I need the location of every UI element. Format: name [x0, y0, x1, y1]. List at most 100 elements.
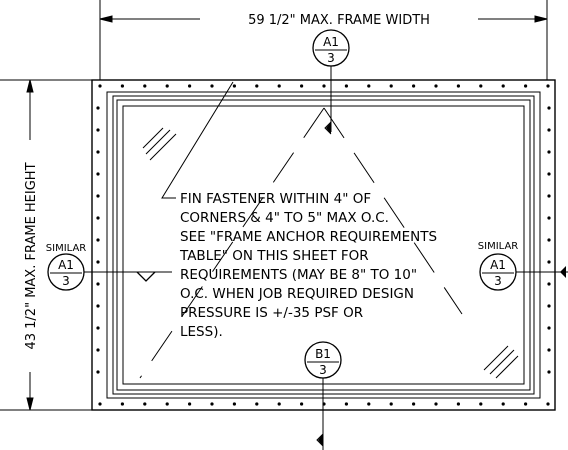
fastener-dot — [547, 172, 551, 176]
fastener-dot — [389, 402, 393, 406]
fastener-dot — [322, 84, 326, 88]
fastener-dot — [547, 128, 551, 132]
fin-fasteners — [96, 84, 551, 406]
callout-left-sheet: 3 — [62, 274, 70, 288]
fastener-dot — [300, 402, 304, 406]
fastener-dot — [120, 84, 124, 88]
width-dimension — [99, 0, 548, 80]
fastener-dot — [96, 172, 100, 176]
fastener-dot — [232, 402, 236, 406]
fastener-dot — [547, 326, 551, 330]
fastener-dot — [501, 84, 505, 88]
fastener-dot — [165, 84, 169, 88]
fastener-dot — [367, 84, 371, 88]
fastener-dot — [547, 106, 551, 110]
fastener-dot — [367, 402, 371, 406]
callout-bottom-sheet: 3 — [319, 363, 327, 377]
fastener-dot — [143, 84, 147, 88]
fastener-dot — [547, 150, 551, 154]
callout-bottom-detail: B1 — [315, 347, 331, 361]
callout-top-section-outline — [324, 121, 332, 135]
callout-left-detail: A1 — [58, 258, 74, 272]
fastener-dot — [547, 282, 551, 286]
width-arrow-right — [534, 15, 548, 23]
fastener-dot — [344, 402, 348, 406]
fastener-dot — [165, 402, 169, 406]
note-line: REQUIREMENTS (MAY BE 8" TO 10" — [180, 267, 417, 283]
fastener-dot — [547, 348, 551, 352]
fastener-dot — [188, 402, 192, 406]
callout-right-similar-label: SIMILAR — [478, 241, 519, 252]
fastener-dot — [143, 402, 147, 406]
callout-right-bubble — [479, 253, 517, 291]
dashed-line-right — [323, 107, 463, 315]
callout-bottom-section-marker — [318, 434, 323, 446]
note-leader — [161, 81, 234, 199]
fastener-dot — [547, 260, 551, 264]
fastener-dot — [98, 84, 102, 88]
note-line: CORNERS & 4" TO 5" MAX O.C. — [180, 210, 389, 226]
callout-bottom: B1 3 — [304, 341, 342, 450]
callout-left-section-marker — [136, 271, 156, 282]
fastener-dot — [344, 84, 348, 88]
fastener-dot — [479, 84, 483, 88]
fastener-dot — [210, 84, 214, 88]
fastener-dot — [479, 402, 483, 406]
reflection-mark — [489, 349, 515, 375]
glass-reflection-marks — [142, 127, 519, 379]
callout-right-section-marker — [560, 266, 566, 278]
fastener-dot — [277, 84, 281, 88]
note-line: SEE "FRAME ANCHOR REQUIREMENTS — [180, 229, 437, 245]
fastener-dot — [96, 304, 100, 308]
fastener-dot — [547, 370, 551, 374]
callout-top-bubble — [312, 29, 350, 67]
note-line: PRESSURE IS +/-35 PSF OR — [180, 305, 363, 321]
height-arrow-top — [26, 79, 34, 93]
fastener-dot — [255, 84, 259, 88]
fastener-dot — [277, 402, 281, 406]
callout-left: SIMILAR A1 3 — [46, 243, 172, 291]
fastener-dot — [300, 84, 304, 88]
fastener-dot — [255, 402, 259, 406]
fastener-dot — [96, 348, 100, 352]
fastener-dot — [547, 238, 551, 242]
height-dimension-label: 43 1/2" MAX. FRAME HEIGHT — [24, 162, 39, 349]
height-arrow-bottom — [26, 397, 34, 411]
reflection-mark — [149, 133, 177, 161]
callout-bottom-bubble — [304, 341, 342, 379]
reflection-mark — [142, 127, 164, 149]
fastener-dot — [96, 238, 100, 242]
callout-right-detail: A1 — [490, 258, 506, 272]
callout-top: A1 3 — [312, 29, 350, 135]
fastener-dot — [412, 84, 416, 88]
callout-bottom-section-outline — [316, 433, 324, 447]
fastener-dot — [96, 216, 100, 220]
fastener-dot — [96, 128, 100, 132]
fastener-dot — [434, 402, 438, 406]
operation-dashed-lines — [139, 107, 463, 379]
fastener-dot — [546, 402, 550, 406]
fastener-dot — [96, 326, 100, 330]
fastener-dot — [524, 402, 528, 406]
note-line: FIN FASTENER WITHIN 4" OF — [180, 191, 371, 207]
fastener-dot — [546, 84, 550, 88]
callout-top-sheet: 3 — [327, 51, 335, 65]
callout-top-detail: A1 — [323, 35, 339, 49]
note-line: LESS). — [180, 324, 223, 340]
fastener-dot — [434, 84, 438, 88]
fastener-dot — [96, 282, 100, 286]
fastener-dot — [96, 260, 100, 264]
note-line: TABLE" ON THIS SHEET FOR — [179, 248, 369, 264]
fastener-dot — [524, 84, 528, 88]
reflection-mark — [495, 355, 519, 379]
fastener-dot — [547, 304, 551, 308]
fastener-dot — [389, 84, 393, 88]
note-leader-line — [161, 81, 234, 199]
fastener-dot — [501, 402, 505, 406]
fastener-dot — [232, 84, 236, 88]
fastener-dot — [412, 402, 416, 406]
fastener-dot — [456, 402, 460, 406]
reflection-mark — [483, 345, 509, 371]
fastener-dot — [188, 84, 192, 88]
